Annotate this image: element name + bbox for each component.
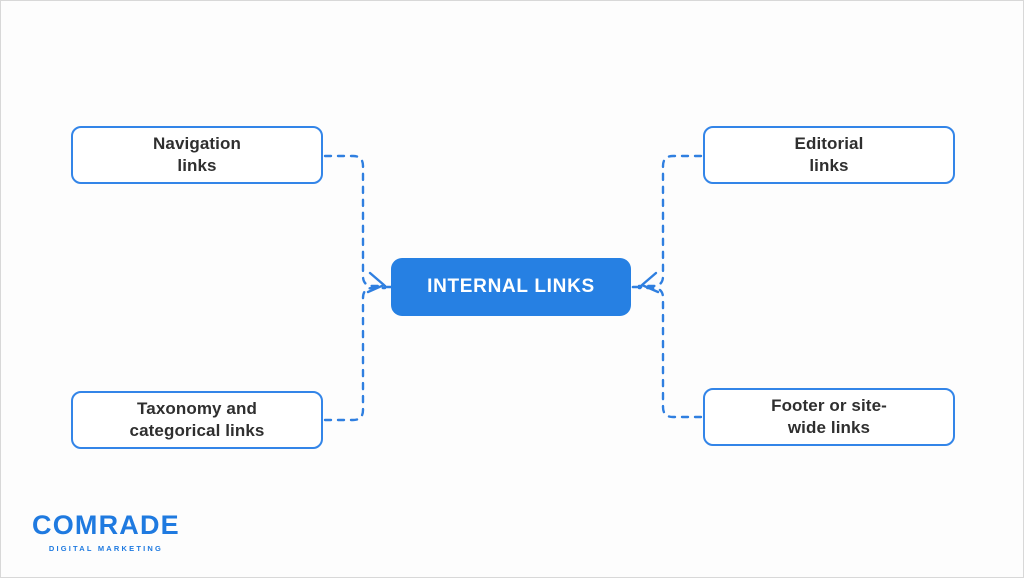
connector-taxonomy-to-center — [323, 286, 387, 422]
logo-tagline: DIGITAL MARKETING — [48, 544, 164, 553]
node-label: Editorial links — [794, 133, 864, 175]
connector-navigation-to-center — [323, 154, 387, 288]
arrowhead-from-navigation — [366, 271, 386, 294]
comrade-logo: COMRADE DIGITAL MARKETING — [32, 512, 180, 553]
logo-wordmark: COMRADE — [32, 510, 180, 540]
node-taxonomy-links[interactable]: Taxonomy and categorical links — [71, 391, 323, 449]
node-label: Taxonomy and categorical links — [129, 398, 265, 440]
node-label: INTERNAL LINKS — [427, 275, 595, 297]
node-footer-sitewide-links[interactable]: Footer or site- wide links — [703, 388, 955, 446]
arrowhead-from-editorial — [640, 271, 660, 294]
connector-editorial-to-center — [637, 154, 703, 288]
node-navigation-links[interactable]: Navigation links — [71, 126, 323, 184]
connector-footer-to-center — [637, 286, 703, 419]
node-editorial-links[interactable]: Editorial links — [703, 126, 955, 184]
node-label: Footer or site- wide links — [771, 395, 887, 437]
node-label: Navigation links — [153, 133, 241, 175]
node-internal-links-center[interactable]: INTERNAL LINKS — [391, 258, 631, 316]
